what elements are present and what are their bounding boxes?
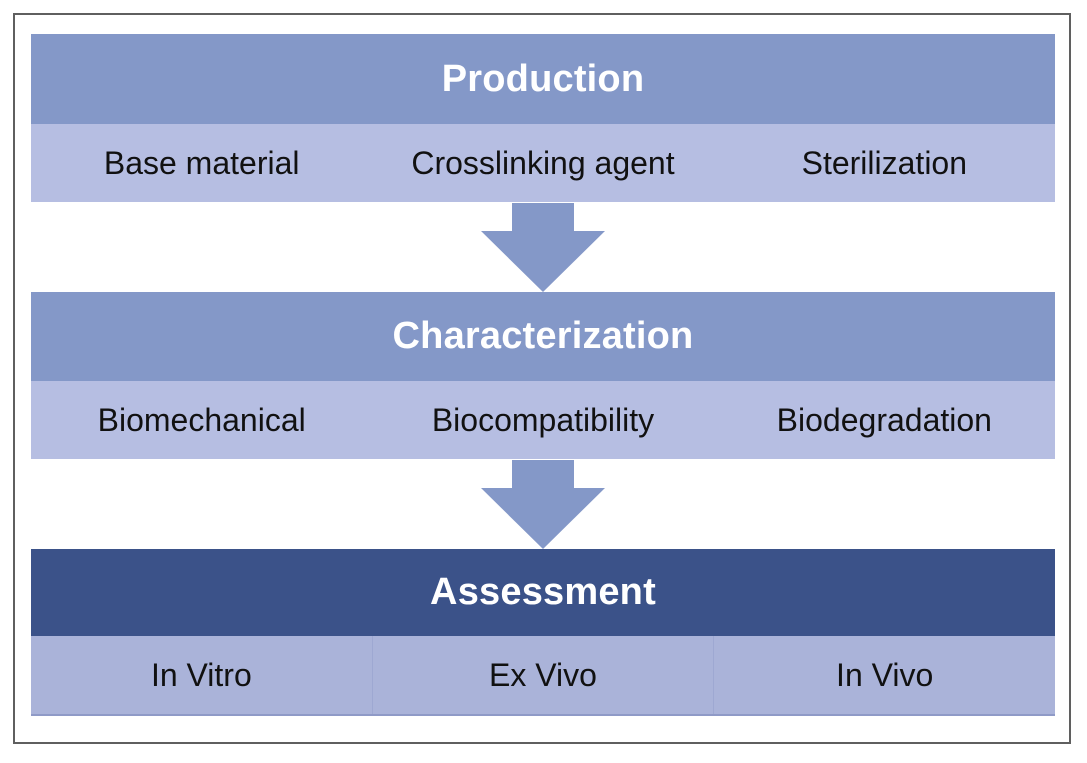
assessment-item-in-vitro: In Vitro (150, 656, 252, 693)
stage-characterization-title: Characterization (392, 315, 694, 357)
arrow-characterization-to-assessment (481, 460, 605, 549)
stage-assessment-items: In Vitro Ex Vivo In Vivo (31, 636, 1055, 716)
stage-assessment-header: Assessment (31, 549, 1055, 636)
assessment-item-in-vivo: In Vivo (713, 636, 1055, 714)
characterization-item-biodegradation: Biodegradation (776, 401, 992, 438)
production-item-sterilization: Sterilization (801, 144, 968, 181)
stage-production-items: Base material Crosslinking agent Sterili… (31, 124, 1055, 202)
production-item-base-material: Base material (103, 144, 300, 181)
stage-characterization-header: Characterization (31, 292, 1055, 381)
stage-assessment-title: Assessment (430, 571, 656, 613)
characterization-item-biocompatibility: Biocompatibility (431, 401, 655, 438)
stage-production-title: Production (441, 57, 645, 100)
characterization-item-biomechanical: Biomechanical (97, 401, 306, 438)
assessment-item-ex-vivo: Ex Vivo (371, 636, 714, 714)
stage-production-header: Production (31, 34, 1055, 124)
production-item-crosslinking-agent: Crosslinking agent (411, 144, 675, 181)
stage-characterization-items: Biomechanical Biocompatibility Biodegrad… (31, 381, 1055, 459)
arrow-production-to-characterization (481, 203, 605, 292)
